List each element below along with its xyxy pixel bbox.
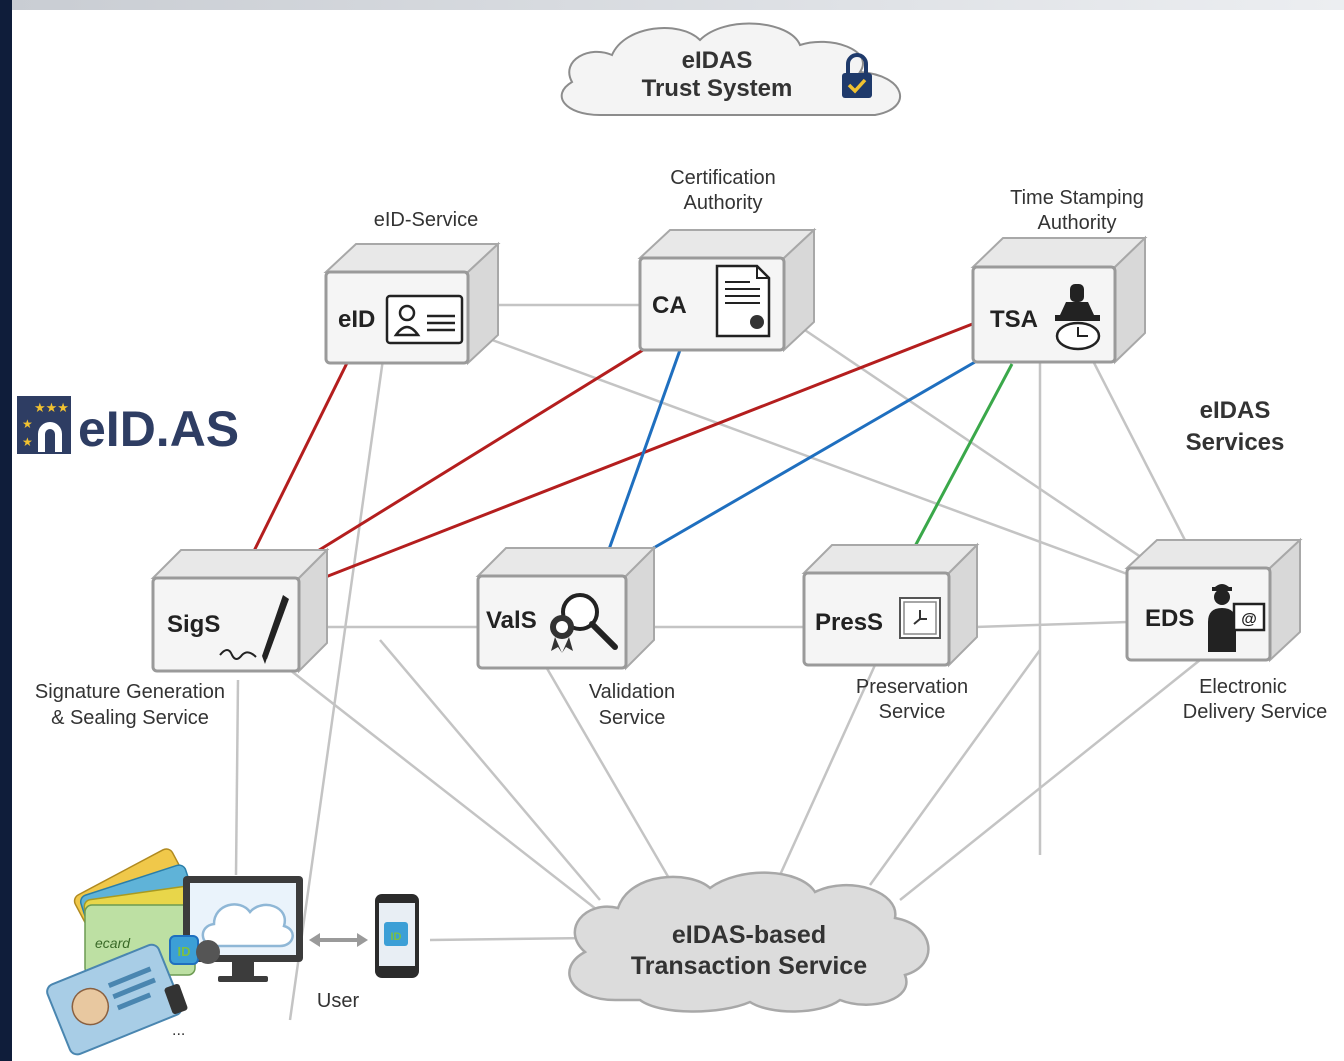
tsa-caption-line1: Time Stamping [1010, 187, 1144, 209]
eds-box-label: EDS [1145, 605, 1194, 632]
node-eid: eID [323, 241, 501, 366]
svg-text:ID: ID [178, 944, 191, 959]
transaction-cloud-line1: eIDAS-based [672, 921, 826, 949]
sigs-caption-line2: & Sealing Service [51, 707, 209, 729]
safe-icon [899, 597, 941, 639]
grey-connectors [234, 303, 1201, 1021]
node-eds: EDS @ [1124, 537, 1303, 663]
node-tsa: TSA [970, 235, 1148, 365]
vals-caption-line1: Validation [589, 681, 675, 703]
vals-caption-line2: Service [599, 707, 666, 729]
lock-icon [842, 53, 872, 98]
tsa-box-label: TSA [990, 306, 1038, 333]
courier-icon: @ [1208, 584, 1266, 652]
tsa-caption-line2: Authority [1038, 212, 1117, 234]
node-ca: CA [637, 227, 817, 353]
eid-caption-line1: eID-Service [374, 209, 478, 231]
monitor-cloud-icon: ID [169, 876, 303, 982]
id-card-icon [385, 294, 464, 345]
vals-box-label: ValS [486, 607, 537, 634]
id-cards-stack: ecard ... [46, 848, 205, 1056]
ca-caption-line2: Authority [684, 192, 763, 214]
smartphone-icon: ID [375, 894, 419, 978]
trust-system-cloud: eIDAS Trust System [560, 22, 901, 116]
node-sigs: SigS [150, 547, 330, 674]
red-line-tsa-sigs [322, 321, 976, 580]
sigs-box-label: SigS [167, 611, 220, 638]
left-dark-bar [0, 0, 12, 1061]
blue-line-tsa-vals [637, 360, 976, 559]
stamp-clock-icon [1055, 284, 1101, 351]
magnifier-seal-icon [550, 593, 618, 653]
svg-text:★: ★ [22, 435, 33, 449]
svg-text:★: ★ [22, 417, 33, 431]
services-label-line2: Services [1186, 429, 1285, 456]
press-caption-line2: Service [879, 701, 946, 723]
transaction-service-cloud: eIDAS-based Transaction Service [568, 871, 930, 1013]
node-vals: ValS [475, 545, 657, 671]
logo-text: eID.AS [78, 401, 239, 457]
colored-connectors [251, 321, 1014, 580]
ecard-text: ecard [95, 935, 131, 951]
svg-text:ID: ID [391, 931, 402, 943]
svg-text:★★★: ★★★ [34, 400, 69, 415]
ca-caption-line1: Certification [670, 167, 776, 189]
red-line-ca-sigs [294, 348, 644, 567]
ca-box-label: CA [652, 292, 687, 319]
user-label: User [317, 990, 360, 1012]
double-arrow-icon [309, 933, 368, 947]
trust-cloud-line2: Trust System [642, 75, 793, 102]
eidas-logo: ★★★ ★ ★ eID.AS [17, 396, 239, 457]
services-label-line1: eIDAS [1200, 397, 1271, 424]
eid-box-label: eID [338, 306, 375, 333]
trust-cloud-line1: eIDAS [682, 47, 753, 74]
certificate-icon [715, 264, 771, 338]
press-caption-line1: Preservation [856, 676, 968, 698]
blue-line-ca-vals [605, 349, 682, 556]
pen-icon [219, 595, 289, 664]
svg-text:@: @ [1241, 611, 1257, 628]
top-gradient-bar [12, 0, 1344, 10]
red-line-eid-sigs [251, 362, 349, 554]
green-line-tsa-press [911, 363, 1014, 551]
transaction-cloud-line2: Transaction Service [631, 952, 867, 980]
eds-caption-line2: Delivery Service [1183, 701, 1327, 723]
node-press: PresS [801, 542, 980, 668]
sigs-caption-line1: Signature Generation [35, 681, 225, 703]
cards-ellipsis: ... [172, 1022, 185, 1039]
eds-caption-line1: Electronic [1199, 676, 1287, 698]
press-box-label: PresS [815, 609, 883, 636]
